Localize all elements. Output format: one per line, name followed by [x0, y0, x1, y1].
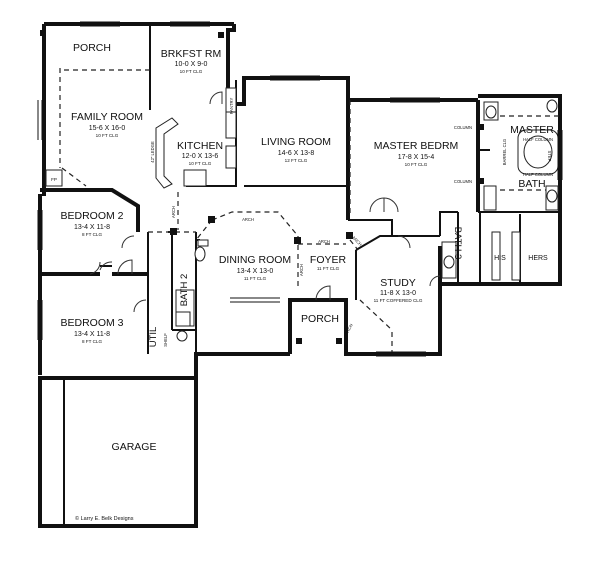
dining-room-label: DINING ROOM: [219, 254, 291, 266]
column-label-2: COLUMN: [454, 179, 472, 184]
garage-label: GARAGE: [112, 441, 157, 453]
family-room-dim: 15-6 X 16-0: [89, 125, 126, 132]
arch-living-label: ARCH: [318, 239, 330, 244]
kitchen-label: KITCHEN: [177, 140, 223, 152]
his-closet-label: HIS: [494, 255, 506, 262]
fireplace-label: FP: [51, 177, 57, 182]
arch-foyer-label: ARCH: [351, 235, 363, 247]
arch-study-label: ARCH: [344, 323, 354, 336]
half-column-label-2: HALF COLUMN: [523, 172, 553, 177]
bath-3-label: BATH 3: [452, 227, 463, 260]
master-bath-label-2: BATH: [518, 178, 545, 190]
bedroom-3-dim: 13-4 X 11-8: [74, 331, 110, 338]
arch-dining-side-label: ARCH: [299, 264, 304, 276]
study-label: STUDY: [380, 277, 416, 289]
family-room-clg: 10 FT CLG: [96, 133, 119, 138]
room-labels: PORCH BRKFST RM 10-0 X 9-0 10 FT CLG FAM…: [60, 42, 554, 453]
brkfst-room-clg: 10 FT CLG: [180, 69, 203, 74]
kitchen-clg: 10 FT CLG: [189, 161, 212, 166]
master-bedroom-label: MASTER BEDRM: [374, 140, 459, 152]
master-bedroom-clg: 10 FT CLG: [405, 162, 428, 167]
living-room-clg: 12 FT CLG: [285, 158, 308, 163]
bedroom-2-label: BEDROOM 2: [60, 210, 123, 222]
columns: [40, 30, 484, 344]
living-room-label: LIVING ROOM: [261, 136, 331, 148]
step-label: STEP: [547, 151, 552, 162]
util-label: UTIL: [148, 327, 159, 348]
bedroom-3-clg: 8 FT CLG: [82, 339, 103, 344]
living-room-dim: 14-6 X 13-8: [278, 150, 315, 157]
arch-dining-top-label: ARCH: [242, 217, 254, 222]
interior-walls: [40, 24, 560, 354]
foyer-label: FOYER: [310, 254, 347, 266]
fixtures: [45, 87, 559, 342]
arch-kitchen-label: ARCH: [171, 206, 176, 218]
hers-closet-label: HERS: [528, 255, 548, 262]
master-bedroom-dim: 17-8 X 15-4: [398, 154, 435, 161]
dining-room-dim: 13-4 X 13-0: [237, 268, 274, 275]
bedroom-2-clg: 8 FT CLG: [82, 232, 103, 237]
arch-lines: [59, 68, 560, 352]
copyright-credit: © Larry E. Belk Designs: [75, 515, 134, 522]
column-label-1: COLUMN: [454, 125, 472, 130]
master-bath-label-1: MASTER: [510, 124, 554, 136]
doors: [89, 91, 441, 313]
dining-room-clg: 11 FT CLG: [244, 276, 267, 281]
brkfst-room-dim: 10-0 X 9-0: [175, 61, 208, 68]
bath-2-label: BATH 2: [179, 274, 190, 307]
kitchen-dim: 12-0 X 13-6: [182, 153, 219, 160]
pantry-label: PANTRY: [229, 97, 234, 114]
barrel-clg-label: BARREL CLG: [502, 139, 507, 165]
porch-front-label: PORCH: [301, 313, 339, 325]
ledge-label: 42" LEDGE: [150, 141, 155, 163]
annotations: FP PANTRY ARCH ARCH ARCH ARCH ARCH ARCH …: [51, 97, 553, 346]
family-room-label: FAMILY ROOM: [71, 111, 143, 123]
porch-top-label: PORCH: [73, 42, 111, 54]
windows: [37, 21, 563, 357]
bedroom-2-dim: 13-4 X 11-8: [74, 224, 110, 231]
bedroom-3-label: BEDROOM 3: [60, 317, 123, 329]
study-clg: 11 FT COFFERED CLG: [374, 298, 423, 303]
brkfst-room-label: BRKFST RM: [161, 48, 221, 60]
half-column-label-1: HALF COLUMN: [523, 137, 553, 142]
shelf-label: SHELF: [163, 333, 168, 347]
foyer-clg: 11 FT CLG: [317, 266, 340, 271]
study-dim: 11-8 X 13-0: [380, 290, 416, 297]
